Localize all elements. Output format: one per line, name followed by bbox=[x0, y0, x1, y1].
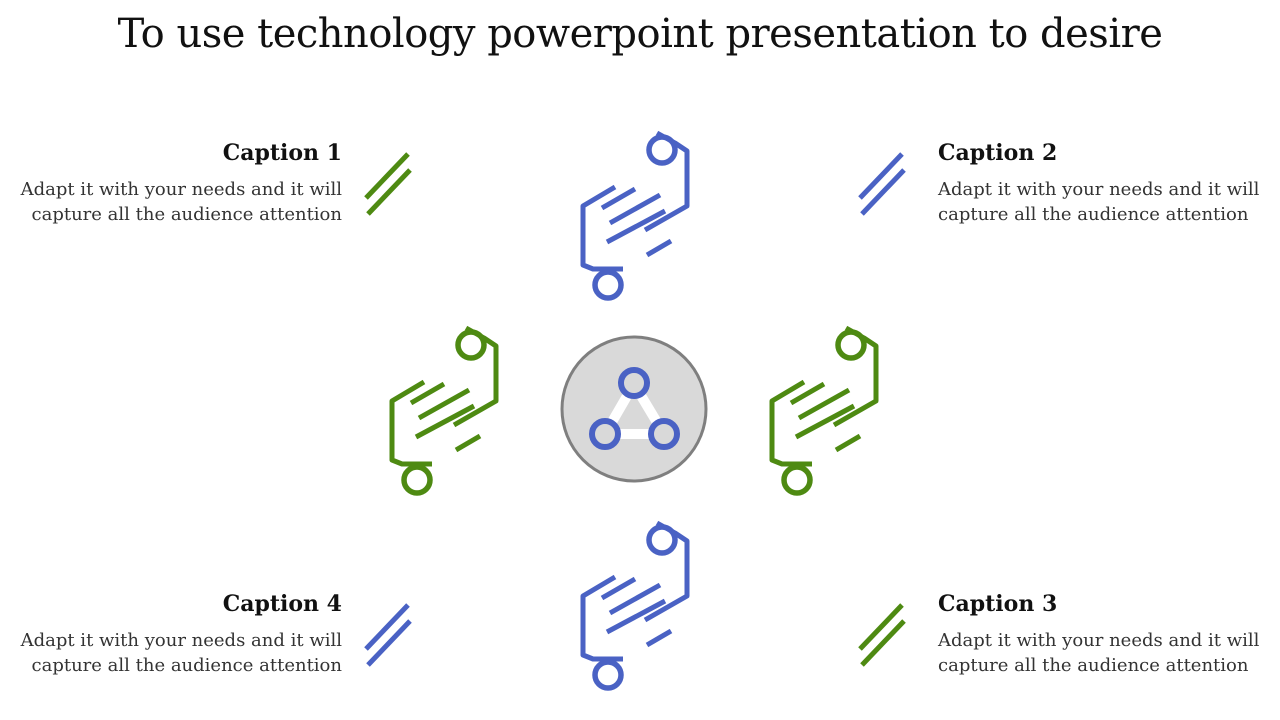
caption-1-body: Adapt it with your needs and it will cap… bbox=[12, 177, 342, 227]
center-hub bbox=[560, 335, 708, 483]
caption-3-body: Adapt it with your needs and it will cap… bbox=[938, 628, 1268, 678]
caption-1: Caption 1 Adapt it with your needs and i… bbox=[12, 139, 342, 227]
caption-4-line-1: Adapt it with your needs and it will bbox=[20, 630, 342, 651]
document-icon-bottom bbox=[583, 523, 687, 688]
caption-2-line-2: capture all the audience attention bbox=[938, 204, 1249, 225]
document-icon-right bbox=[772, 328, 876, 493]
caption-1-line-2: capture all the audience attention bbox=[31, 204, 342, 225]
slash-accent-4 bbox=[364, 603, 412, 667]
caption-3-line-1: Adapt it with your needs and it will bbox=[938, 630, 1260, 651]
caption-4-heading: Caption 4 bbox=[222, 591, 342, 617]
document-icon-left bbox=[392, 328, 496, 493]
caption-4: Caption 4 Adapt it with your needs and i… bbox=[12, 590, 342, 678]
caption-4-line-2: capture all the audience attention bbox=[31, 655, 342, 676]
caption-1-heading: Caption 1 bbox=[222, 140, 342, 166]
slash-accent-1 bbox=[364, 152, 412, 216]
document-icon-top bbox=[583, 133, 687, 298]
caption-3-heading: Caption 3 bbox=[938, 591, 1058, 617]
caption-1-line-1: Adapt it with your needs and it will bbox=[20, 179, 342, 200]
caption-2-line-1: Adapt it with your needs and it will bbox=[938, 179, 1260, 200]
caption-2-body: Adapt it with your needs and it will cap… bbox=[938, 177, 1268, 227]
slash-accent-2 bbox=[858, 152, 906, 216]
caption-2: Caption 2 Adapt it with your needs and i… bbox=[938, 139, 1268, 227]
network-share-icon bbox=[589, 367, 680, 450]
slide-title: To use technology powerpoint presentatio… bbox=[117, 11, 1163, 57]
caption-2-heading: Caption 2 bbox=[938, 140, 1058, 166]
caption-3: Caption 3 Adapt it with your needs and i… bbox=[938, 590, 1268, 678]
slash-accent-3 bbox=[858, 603, 906, 667]
caption-3-line-2: capture all the audience attention bbox=[938, 655, 1249, 676]
caption-4-body: Adapt it with your needs and it will cap… bbox=[12, 628, 342, 678]
